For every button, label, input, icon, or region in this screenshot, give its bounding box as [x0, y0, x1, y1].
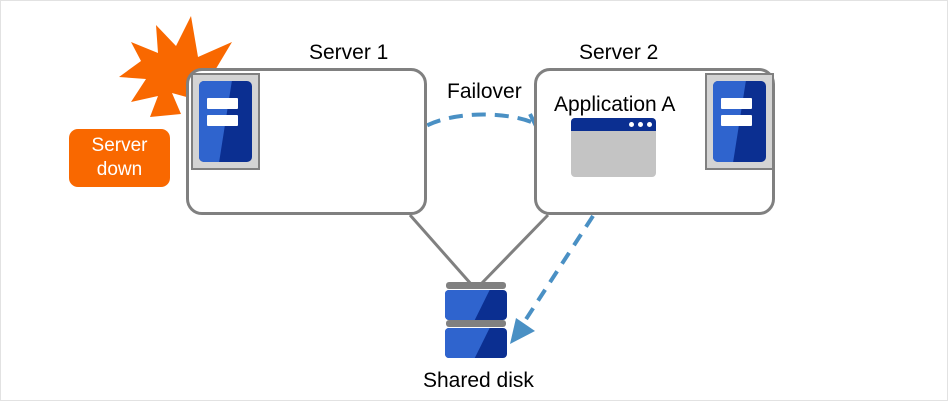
server-down-line-1: Server: [91, 135, 148, 156]
machine-icon-bar-top: [207, 98, 239, 109]
disk-plate-icon: [446, 320, 506, 327]
machine-icon-body: [713, 81, 766, 162]
server-down-line-2: down: [96, 159, 143, 180]
window-dot-icon: [638, 122, 643, 127]
shared-disk-label: Shared disk: [423, 369, 534, 392]
connector-server2-to-disk: [479, 213, 550, 286]
application-a-label: Application A: [554, 93, 676, 116]
application-window-titlebar: [571, 118, 656, 131]
machine-icon-bar-bottom: [721, 115, 753, 126]
machine-icon-body: [199, 81, 252, 162]
server-1-machine-icon: [191, 73, 260, 170]
window-dot-icon: [647, 122, 652, 127]
server-2-machine-icon: [705, 73, 774, 170]
machine-icon-bar-bottom: [207, 115, 239, 126]
server-2-label: Server 2: [579, 41, 659, 64]
window-dot-icon: [629, 122, 634, 127]
server-down-callout: Server down: [69, 129, 170, 187]
disk-plate-icon: [446, 282, 506, 289]
failover-label: Failover: [447, 80, 522, 103]
application-window-icon: [571, 118, 656, 177]
failover-arrow-shaft-icon: [407, 112, 535, 141]
disk-access-arrow-head-icon: [510, 318, 535, 344]
connector-server1-to-disk: [408, 214, 473, 285]
lightning-burst-icon: [119, 16, 240, 117]
machine-icon-bar-top: [721, 98, 753, 109]
server-1-label: Server 1: [309, 41, 389, 64]
shared-disk-icon: [445, 282, 507, 362]
disk-slab-icon: [445, 328, 507, 358]
disk-slab-icon: [445, 290, 507, 320]
